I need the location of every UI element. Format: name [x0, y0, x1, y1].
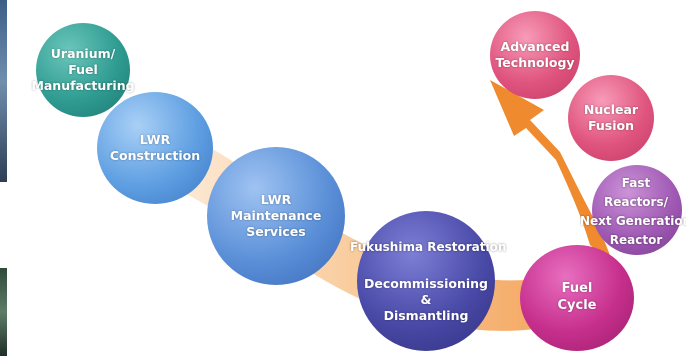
nuclear-fusion-circle: Nuclear Fusion: [568, 75, 654, 161]
uranium-fuel-label: Uranium/ Fuel Manufacturing: [31, 45, 135, 94]
lwr-construction-circle: LWR Construction: [97, 92, 213, 204]
fast-reactors-label-2: Reactors/: [603, 195, 668, 209]
fast-reactors-circle: [592, 165, 682, 255]
flow-arrow: [490, 80, 612, 262]
advanced-technology-label: Advanced Technology: [495, 38, 575, 70]
advanced-technology-circle: Advanced Technology: [490, 11, 580, 99]
fast-reactors-label-3: Next Generation: [580, 214, 686, 228]
left-edge-photo-top: [0, 0, 7, 182]
fast-reactors-label-1: Fast: [621, 176, 651, 190]
decommissioning-circle: Decommissioning & Dismantling: [357, 211, 495, 351]
fukushima-restoration-label: Fukushima Restoration: [350, 240, 507, 254]
uranium-fuel-circle: Uranium/ Fuel Manufacturing: [31, 23, 135, 117]
lwr-maintenance-circle: LWR Maintenance Services: [207, 147, 345, 285]
fuel-cycle-circle: Fuel Cycle: [520, 245, 634, 351]
fuel-cycle-label: Fuel Cycle: [557, 281, 597, 313]
lwr-construction-label: LWR Construction: [109, 131, 201, 163]
lwr-maintenance-label: LWR Maintenance Services: [230, 191, 322, 240]
nuclear-fusion-label: Nuclear Fusion: [583, 101, 639, 133]
left-edge-photo-bottom: [0, 268, 7, 356]
decommissioning-label: Decommissioning & Dismantling: [364, 275, 488, 324]
fast-reactors-label-4: Reactor: [609, 233, 663, 247]
